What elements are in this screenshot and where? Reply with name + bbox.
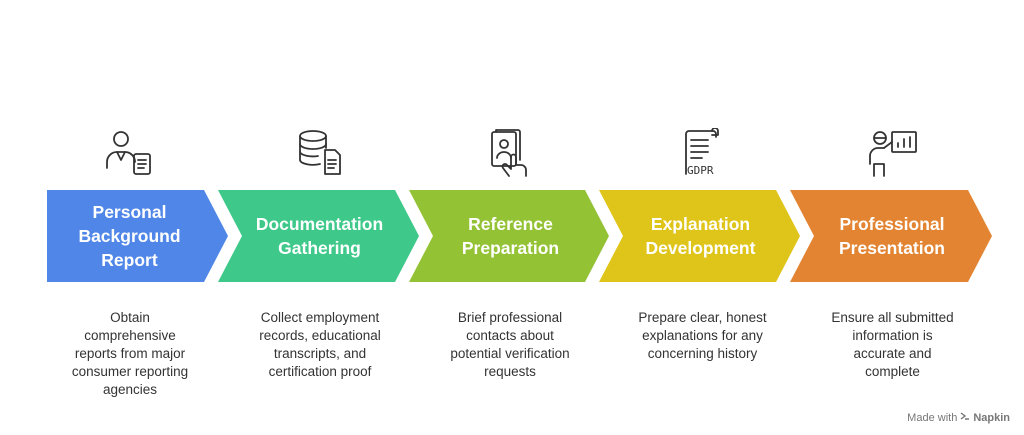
step-description-explanation: Prepare clear, honest explanations for a… — [638, 310, 767, 361]
napkin-brand: Napkin — [973, 411, 1010, 424]
step-title-documentation: Documentation Gathering — [255, 214, 384, 258]
step-arrow-reference — [409, 190, 609, 282]
napkin-logo-icon — [960, 411, 970, 424]
step-description-documentation: Collect employment records, educational … — [259, 310, 381, 379]
step-title-reference: Reference Preparation — [461, 214, 560, 258]
step-arrow-personal-background — [47, 190, 228, 282]
contact-card-hand-icon — [481, 128, 541, 180]
step-title-explanation: Explanation Development — [645, 214, 756, 258]
gdpr-label: GDPR — [687, 164, 714, 177]
step-description-reference: Brief professional contacts about potent… — [450, 310, 570, 379]
step-arrow-presentation — [790, 190, 992, 282]
person-document-icon — [101, 128, 161, 180]
step-arrow-documentation — [218, 190, 419, 282]
step-description-personal-background: Obtain comprehensive reports from major … — [71, 310, 189, 397]
made-with-napkin[interactable]: Made with Napkin — [907, 411, 1010, 424]
step-arrow-explanation — [599, 190, 800, 282]
step-description-presentation: Ensure all submitted information is accu… — [831, 310, 954, 379]
database-document-icon — [291, 128, 351, 180]
presenter-chart-icon — [862, 128, 922, 180]
step-title-presentation: Professional Presentation — [839, 214, 945, 258]
made-with-label: Made with — [907, 411, 958, 424]
gdpr-document-icon: GDPR — [674, 128, 734, 180]
step-title-personal-background: Personal Background Report — [78, 202, 181, 270]
